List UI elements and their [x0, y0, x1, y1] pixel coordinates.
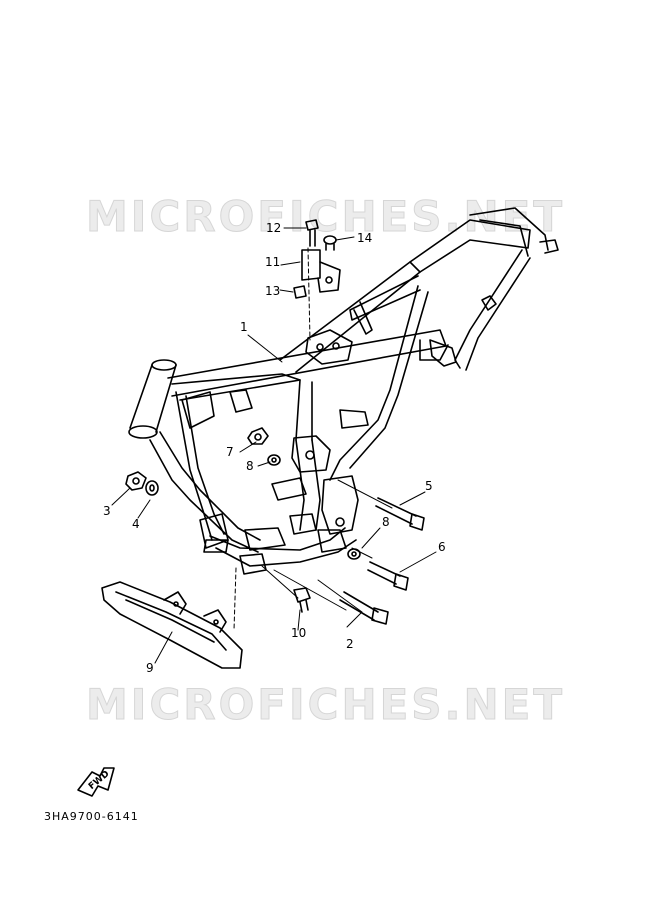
skid-plate-9	[101, 581, 243, 669]
callout-9: 9	[146, 661, 154, 675]
washer-4	[145, 480, 159, 496]
callout-11: 11	[265, 255, 281, 269]
collar-13	[293, 285, 307, 299]
rear-sub-frame	[329, 275, 429, 481]
down-tube	[149, 391, 261, 553]
nut-7	[247, 427, 269, 445]
fwd-arrow-icon	[77, 767, 115, 797]
bolt-2	[339, 591, 389, 625]
head-pipe	[128, 359, 177, 439]
nut-14	[323, 235, 337, 251]
main-frame-tube	[167, 207, 559, 401]
callout-10: 10	[291, 626, 307, 640]
leader-lines	[111, 227, 437, 664]
diagram-part-code: 3HA9700-6141	[44, 810, 139, 823]
bolt-10	[293, 587, 311, 613]
callout-4: 4	[132, 517, 140, 531]
watermark-top: MICROFICHES.NET	[86, 192, 565, 242]
engine-mount-plate	[305, 329, 353, 365]
head-gusset	[181, 389, 253, 553]
watermark-bottom: MICROFICHES.NET	[86, 680, 565, 730]
nut-3	[125, 471, 147, 491]
callout-3: 3	[103, 504, 111, 518]
callout-5: 5	[425, 479, 433, 493]
pivot-bracket	[239, 435, 359, 575]
callout-6: 6	[438, 540, 446, 554]
callout-7: 7	[226, 445, 234, 459]
callout-8-upper: 8	[246, 459, 254, 473]
bolt-5	[375, 497, 425, 531]
callout-1: 1	[240, 320, 248, 334]
bolt-12	[305, 219, 319, 247]
bolt-6	[367, 561, 409, 591]
washer-8-lower	[347, 548, 361, 560]
callout-13: 13	[265, 284, 281, 298]
callout-2: 2	[346, 637, 354, 651]
washer-8-upper	[267, 454, 281, 466]
rear-bracket	[429, 295, 497, 367]
callout-14: 14	[357, 231, 373, 245]
callout-8-lower: 8	[382, 515, 390, 529]
bracket-11	[301, 249, 341, 293]
callout-12: 12	[266, 221, 282, 235]
